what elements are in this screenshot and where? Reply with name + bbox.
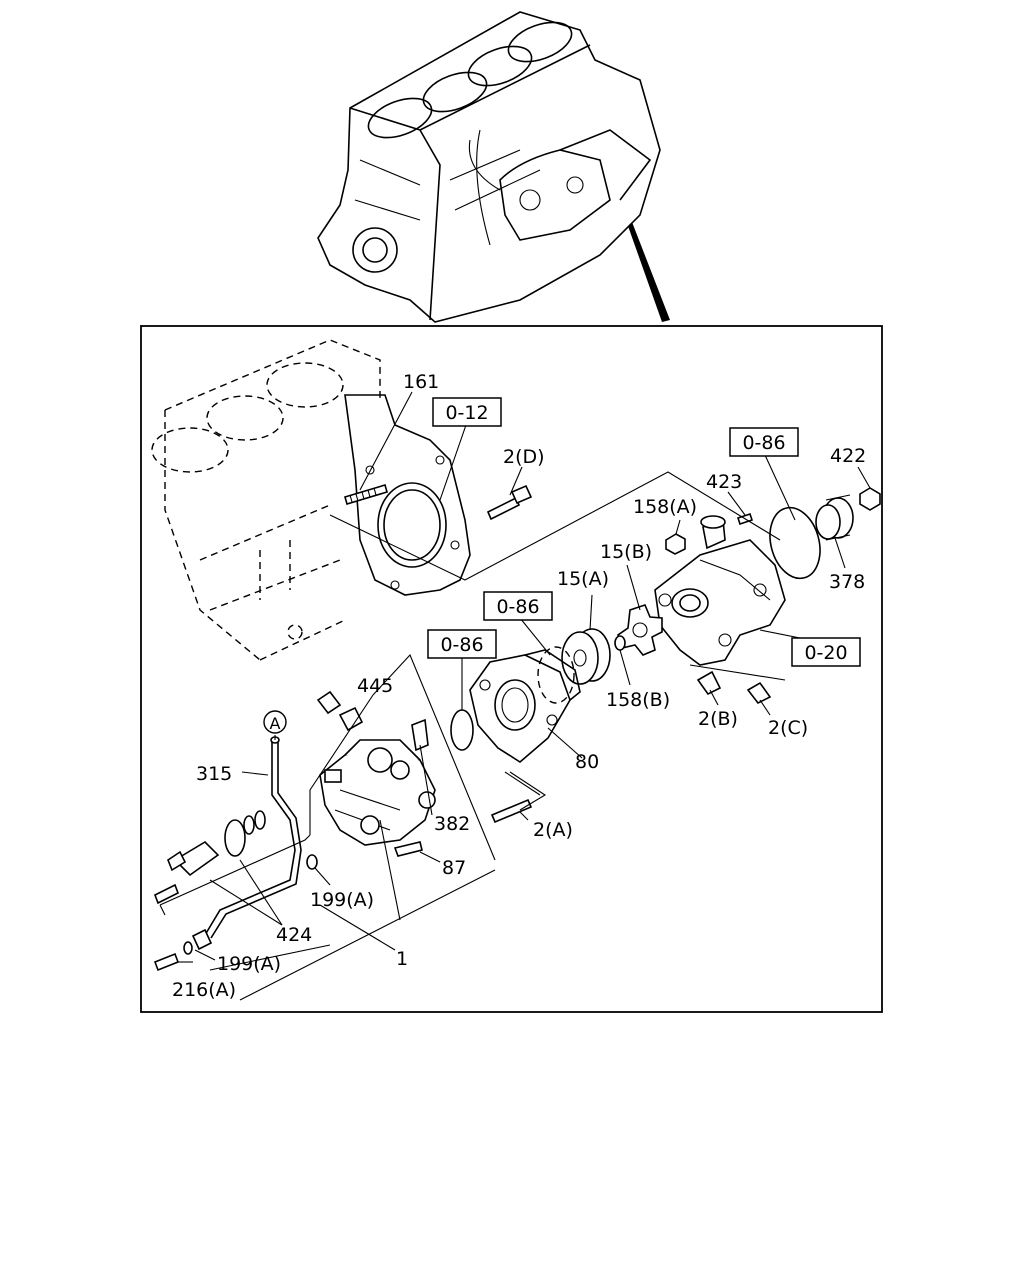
label-158b: 158(B) bbox=[606, 689, 670, 711]
washer-199a-2 bbox=[183, 941, 193, 955]
engine-block-outline bbox=[151, 339, 381, 661]
label-199a-1: 199(A) bbox=[310, 889, 374, 911]
label-423: 423 bbox=[706, 471, 742, 493]
washer-158b bbox=[614, 635, 626, 651]
engine-block-overview bbox=[317, 11, 670, 323]
callout-a-label: A bbox=[270, 714, 281, 733]
label-445: 445 bbox=[357, 675, 393, 697]
label-199a-2: 199(A) bbox=[217, 953, 281, 975]
ref-box-0-86-mid: 0-86 bbox=[483, 591, 553, 621]
bolt-2a bbox=[490, 798, 533, 824]
coupling-15b bbox=[617, 604, 663, 656]
gear-case-plate bbox=[344, 394, 471, 596]
injection-pump bbox=[319, 739, 436, 846]
o-ring-top bbox=[769, 506, 821, 580]
washer-a bbox=[243, 815, 255, 835]
label-2a: 2(A) bbox=[533, 819, 573, 841]
ref-0-86-top-label: 0-86 bbox=[742, 432, 785, 454]
label-315: 315 bbox=[196, 763, 232, 785]
ref-0-20-label: 0-20 bbox=[804, 642, 847, 664]
ref-box-0-20: 0-20 bbox=[791, 637, 861, 667]
gear-378 bbox=[815, 494, 854, 541]
vacuum-pump bbox=[654, 515, 786, 666]
bolt-2b bbox=[696, 670, 722, 696]
callout-a: A bbox=[263, 710, 287, 734]
label-424: 424 bbox=[276, 924, 312, 946]
ref-box-0-86-top: 0-86 bbox=[729, 427, 799, 457]
ref-0-86-left-label: 0-86 bbox=[440, 634, 483, 656]
bolt-87 bbox=[393, 841, 423, 857]
eye-bolt-216a bbox=[153, 952, 180, 972]
nut-158a bbox=[665, 533, 686, 555]
gasket-424 bbox=[224, 819, 246, 857]
label-2b: 2(B) bbox=[698, 708, 738, 730]
solenoid-445 bbox=[316, 690, 429, 752]
adapter-housing-80 bbox=[469, 649, 581, 763]
ref-box-0-12: 0-12 bbox=[432, 397, 502, 427]
ref-0-12-label: 0-12 bbox=[445, 402, 488, 424]
ref-0-86-mid-label: 0-86 bbox=[496, 596, 539, 618]
label-422: 422 bbox=[830, 445, 866, 467]
bolt-2d bbox=[486, 484, 533, 521]
label-80: 80 bbox=[575, 751, 599, 773]
label-161: 161 bbox=[403, 371, 439, 393]
washer-199a-1 bbox=[306, 854, 318, 870]
stud-161 bbox=[344, 484, 388, 505]
label-2c: 2(C) bbox=[768, 717, 808, 739]
pipe-nut bbox=[191, 928, 213, 951]
label-158a: 158(A) bbox=[633, 496, 697, 518]
label-15a: 15(A) bbox=[557, 568, 609, 590]
o-ring-mid bbox=[537, 646, 575, 704]
leader-lines bbox=[159, 391, 871, 1001]
label-382: 382 bbox=[434, 813, 470, 835]
label-216a: 216(A) bbox=[172, 979, 236, 1001]
nut-422 bbox=[859, 487, 881, 511]
bolt-valve bbox=[153, 883, 180, 905]
label-15b: 15(B) bbox=[600, 541, 652, 563]
part-labels: 161 2(D) 423 422 158(A) 15(B) 15(A) 378 … bbox=[172, 371, 866, 1001]
o-ring-left bbox=[450, 709, 474, 751]
detail-frame bbox=[140, 325, 883, 1013]
bolt-2c bbox=[746, 681, 772, 705]
label-378: 378 bbox=[829, 571, 865, 593]
label-1: 1 bbox=[396, 948, 408, 970]
washer-b bbox=[254, 810, 266, 830]
overflow-valve bbox=[167, 840, 220, 877]
label-2d: 2(D) bbox=[503, 446, 545, 468]
label-87: 87 bbox=[442, 857, 466, 879]
hub-15a bbox=[561, 628, 611, 685]
ref-box-0-86-left: 0-86 bbox=[427, 629, 497, 659]
